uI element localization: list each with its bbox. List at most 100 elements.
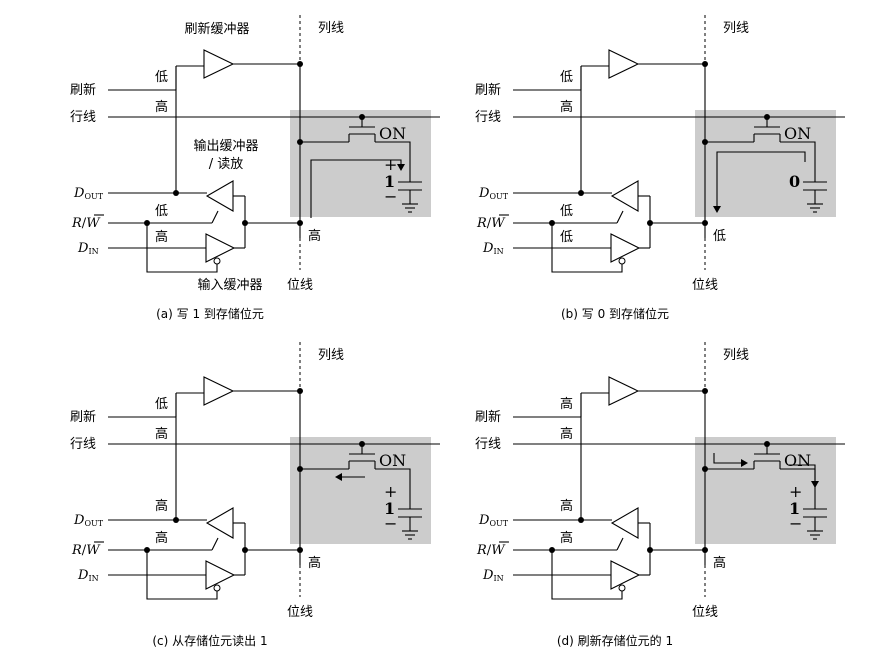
rw-level-label: 低 bbox=[155, 204, 168, 219]
refresh-buffer-label: 刷新缓冲器 bbox=[184, 21, 249, 37]
on-label: ON bbox=[784, 124, 811, 143]
input-buffer-label: 输入缓冲器 bbox=[197, 277, 262, 293]
bit-level-label: 高 bbox=[308, 555, 321, 571]
input-buffer-triangle bbox=[205, 560, 236, 590]
input-enable-wire bbox=[551, 223, 623, 273]
current-arrow bbox=[713, 151, 806, 213]
din-label: DIN bbox=[77, 241, 99, 256]
on-label: ON bbox=[379, 124, 406, 143]
junction-dot bbox=[297, 388, 303, 394]
row-level-label: 高 bbox=[560, 426, 573, 442]
refresh-buffer-triangle bbox=[608, 376, 640, 406]
bit-level-label: 低 bbox=[713, 229, 726, 244]
dout-level-label: 高 bbox=[155, 498, 168, 514]
memory-cell-box bbox=[290, 110, 431, 217]
input-enable-wire bbox=[146, 223, 218, 273]
junction-dot bbox=[297, 466, 303, 472]
refresh-level-label: 低 bbox=[155, 70, 168, 85]
junction-dot bbox=[702, 547, 708, 553]
row-level-label: 高 bbox=[155, 426, 168, 442]
input-buffer-triangle bbox=[205, 233, 236, 263]
dout-label: DOUT bbox=[73, 513, 104, 528]
rw-level-label: 低 bbox=[560, 204, 573, 219]
input-enable-bubble bbox=[618, 584, 626, 592]
memory-cell-box bbox=[695, 110, 836, 217]
current-arrow bbox=[713, 453, 748, 467]
on-label: ON bbox=[379, 451, 406, 470]
junction-dot bbox=[702, 139, 708, 145]
transistor-cap-wire bbox=[780, 141, 816, 182]
rw-enable-output bbox=[616, 537, 624, 551]
refresh-label: 刷新 bbox=[475, 82, 501, 98]
refresh-buffer-triangle bbox=[203, 49, 235, 79]
bit-level-label: 高 bbox=[308, 228, 321, 244]
bit-line-label: 位线 bbox=[287, 605, 313, 620]
panel-a: 列线位线刷新低行线高DOUTR/W低DIN高高ON+1−刷新缓冲器输出缓冲器/ … bbox=[70, 15, 440, 321]
dout-label: DOUT bbox=[478, 513, 509, 528]
rw-label: R/W bbox=[71, 543, 101, 558]
current-arrow bbox=[789, 464, 819, 488]
memory-cell-box bbox=[695, 437, 836, 544]
rw-enable-output bbox=[211, 210, 219, 224]
row-line-label: 行线 bbox=[475, 437, 501, 452]
row-level-label: 高 bbox=[560, 99, 573, 115]
capacitor-value: 1 bbox=[384, 172, 395, 191]
rw-label: R/W bbox=[476, 543, 506, 558]
capacitor-value: 0 bbox=[789, 172, 800, 191]
junction-dot bbox=[702, 220, 708, 226]
input-enable-bubble bbox=[213, 584, 221, 592]
input-buffer-triangle bbox=[610, 233, 641, 263]
dout-level-label: 高 bbox=[560, 498, 573, 514]
refresh-label: 刷新 bbox=[70, 409, 96, 425]
capacitor-minus: − bbox=[384, 514, 397, 533]
junction-dot bbox=[702, 466, 708, 472]
output-buffer-label: 输出缓冲器 bbox=[193, 138, 258, 154]
current-arrow bbox=[310, 159, 405, 218]
caption-a: (a) 写 1 到存储位元 bbox=[156, 306, 264, 321]
junction-dot bbox=[297, 61, 303, 67]
capacitor-minus: − bbox=[384, 187, 397, 206]
row-level-label: 高 bbox=[155, 99, 168, 115]
bit-line-label: 位线 bbox=[287, 278, 313, 293]
junction-dot bbox=[297, 220, 303, 226]
column-line-label: 列线 bbox=[318, 348, 344, 363]
transistor-cap-wire bbox=[375, 141, 411, 182]
bit-line-label: 位线 bbox=[692, 278, 718, 293]
caption-c: (c) 从存储位元读出 1 bbox=[152, 633, 267, 648]
junction-dot bbox=[702, 388, 708, 394]
din-level-label: 低 bbox=[560, 230, 573, 245]
junction-dot bbox=[297, 139, 303, 145]
rw-enable-output bbox=[211, 537, 219, 551]
output-buffer-label-line2: / 读放 bbox=[209, 157, 244, 172]
row-line-label: 行线 bbox=[70, 110, 96, 125]
input-enable-bubble bbox=[213, 257, 221, 265]
on-label: ON bbox=[784, 451, 811, 470]
output-buffer-triangle bbox=[205, 507, 234, 539]
refresh-level-label: 低 bbox=[155, 397, 168, 412]
row-line-label: 行线 bbox=[70, 437, 96, 452]
column-line-label: 列线 bbox=[723, 348, 749, 363]
refresh-level-label: 高 bbox=[560, 396, 573, 412]
rw-level-label: 高 bbox=[155, 530, 168, 546]
din-label: DIN bbox=[77, 568, 99, 583]
din-label: DIN bbox=[482, 568, 504, 583]
column-line-label: 列线 bbox=[318, 21, 344, 36]
output-buffer-triangle bbox=[610, 507, 639, 539]
input-buffer-triangle bbox=[610, 560, 641, 590]
capacitor-value: 1 bbox=[384, 499, 395, 518]
caption-d: (d) 刷新存储位元的 1 bbox=[557, 633, 673, 648]
input-enable-wire bbox=[146, 550, 218, 600]
row-line-label: 行线 bbox=[475, 110, 501, 125]
caption-b: (b) 写 0 到存储位元 bbox=[561, 306, 669, 321]
output-buffer-triangle bbox=[205, 180, 234, 212]
rw-label: R/W bbox=[476, 216, 506, 231]
input-enable-bubble bbox=[618, 257, 626, 265]
column-line-label: 列线 bbox=[723, 21, 749, 36]
capacitor-value: 1 bbox=[789, 499, 800, 518]
rw-level-label: 高 bbox=[560, 530, 573, 546]
capacitor-plus: + bbox=[789, 482, 802, 501]
refresh-label: 刷新 bbox=[70, 82, 96, 98]
input-enable-wire bbox=[551, 550, 623, 600]
